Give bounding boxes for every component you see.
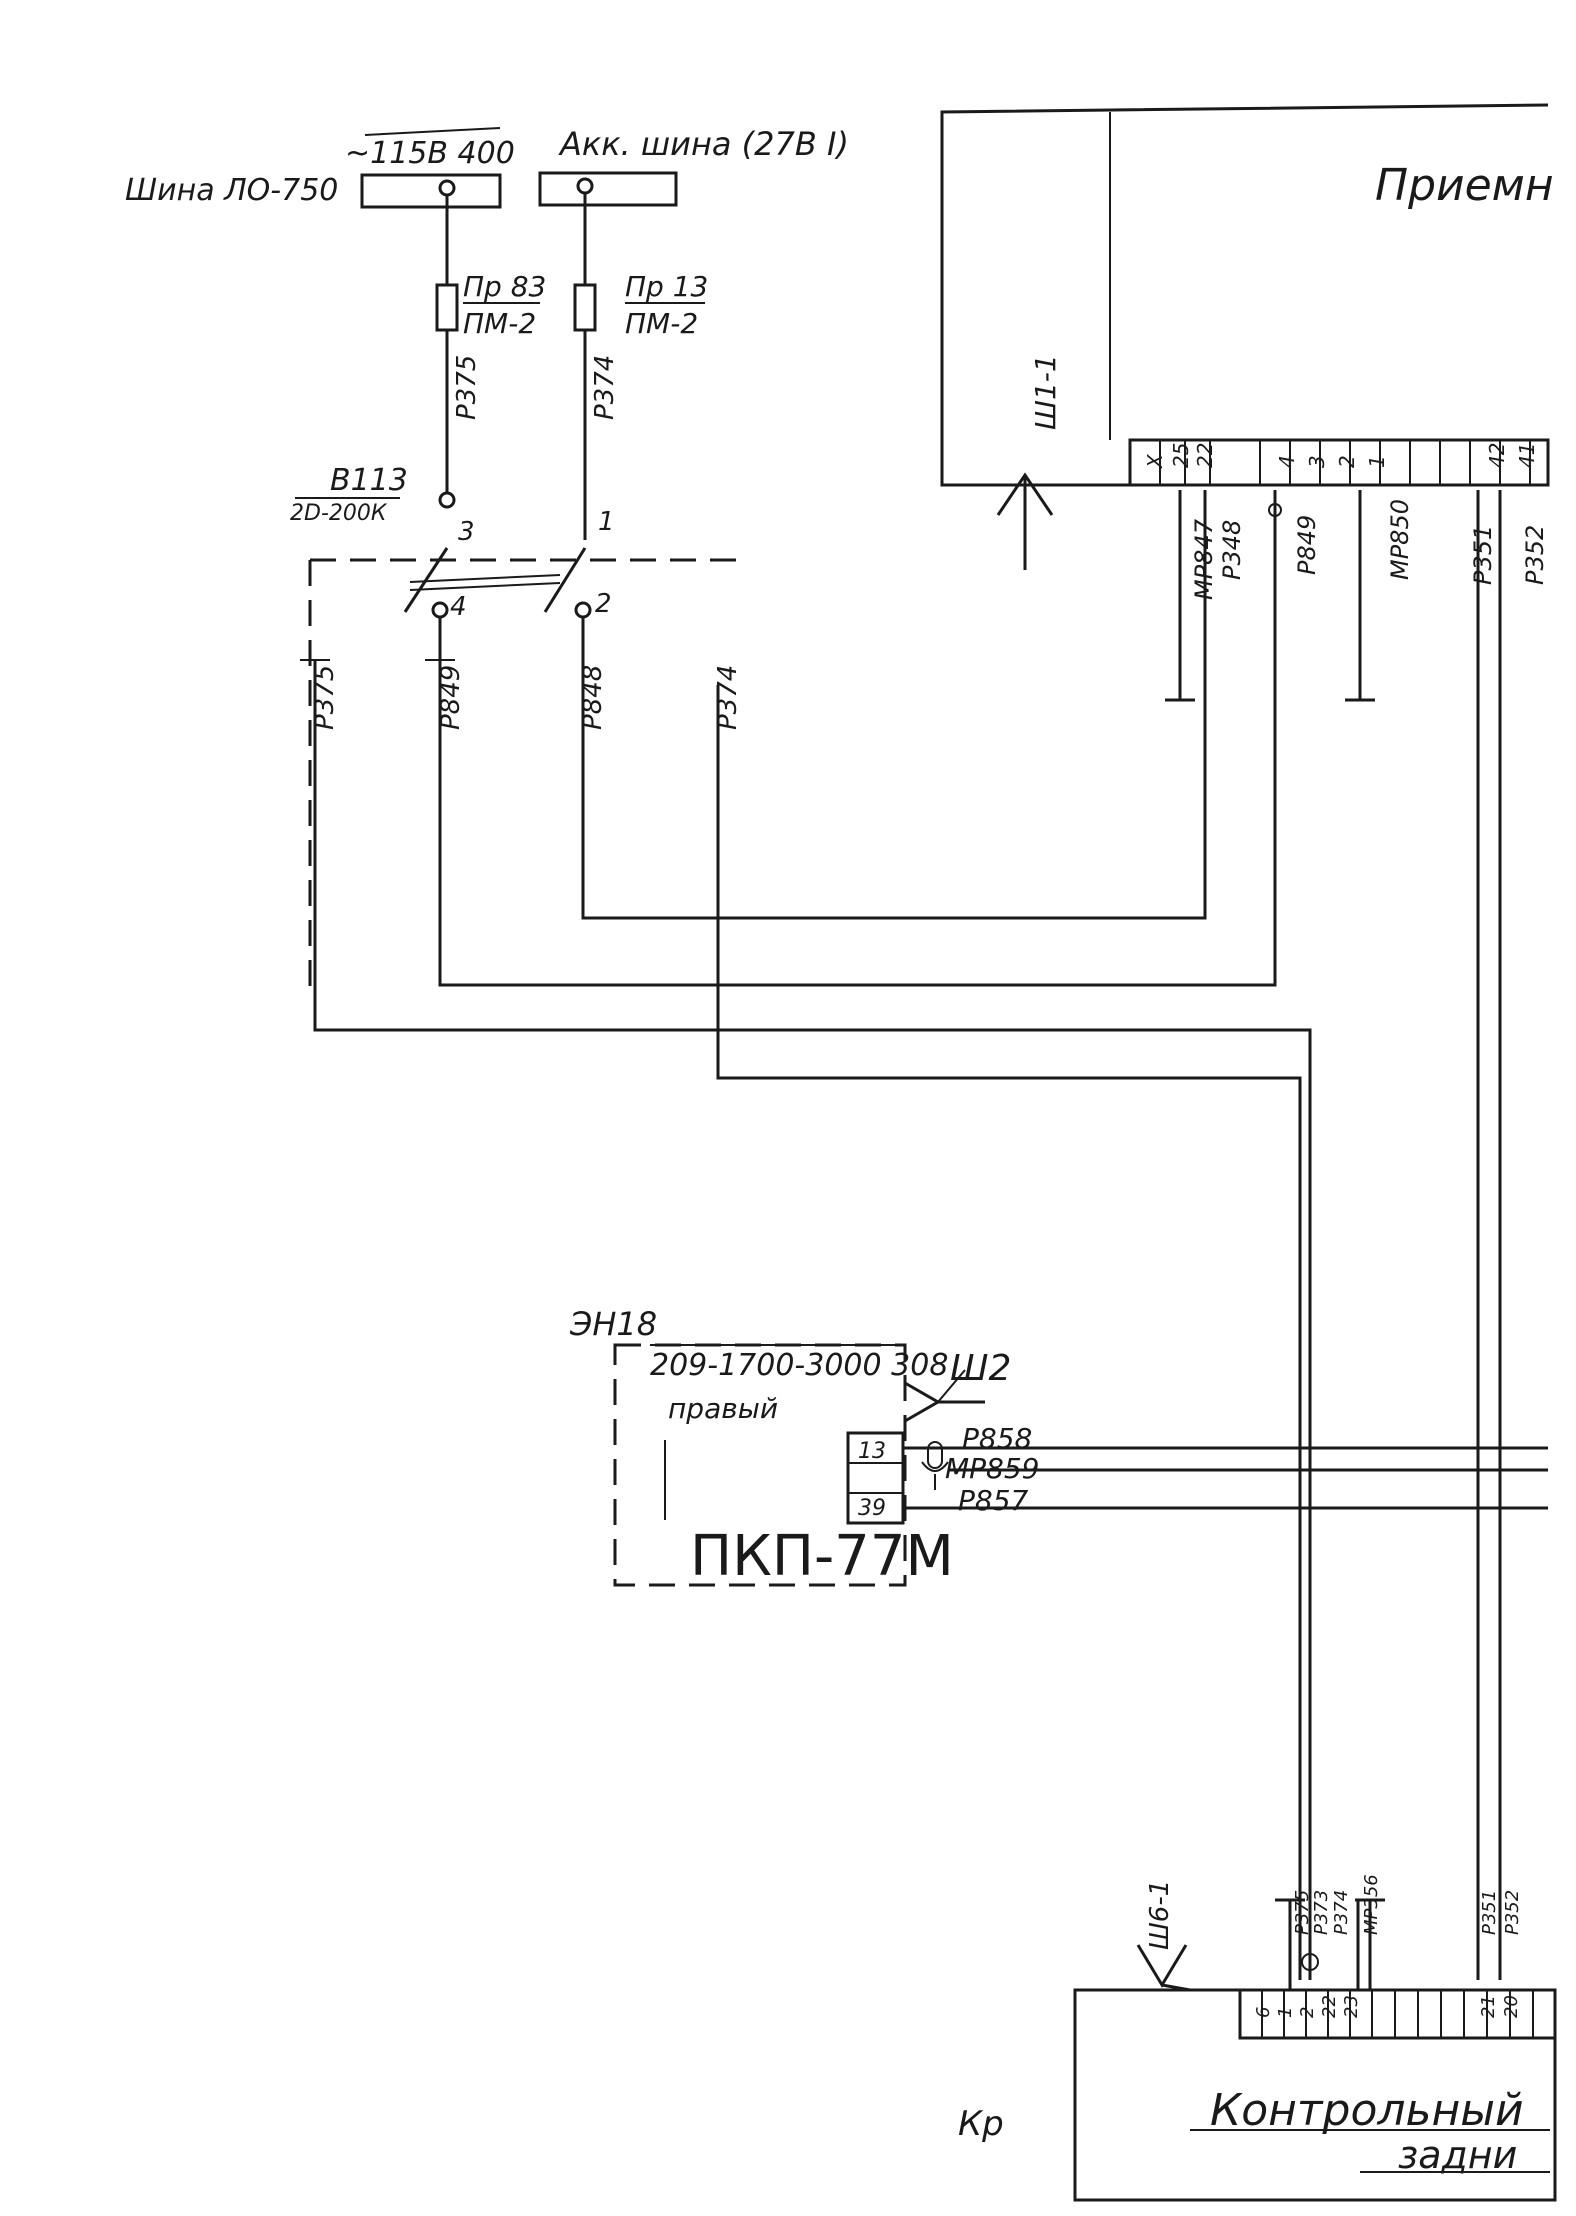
terminal-25: 25 <box>1169 443 1193 468</box>
bus-voltage: ~115В 400 <box>345 136 515 171</box>
switch-blade-right <box>543 547 587 613</box>
connector-sh6-1: Ш6-1 <box>1145 1880 1175 1950</box>
wire-label-p351-top: Р351 <box>1469 525 1497 585</box>
wire-label-mp847: МР847 <box>1190 518 1218 600</box>
fuse-left <box>435 283 459 332</box>
connector-sh2: Ш2 <box>950 1348 1011 1389</box>
panel-title-line1: Контрольный <box>1210 2085 1524 2136</box>
bus-label: Шина ЛО-750 <box>125 173 338 208</box>
bus-bar-right <box>538 171 678 207</box>
side-label: правый <box>668 1392 778 1425</box>
terminal-4: 4 <box>1275 455 1299 468</box>
bottom-terminal-2: 2 <box>1297 2007 1318 2018</box>
fuse-right <box>573 283 597 332</box>
pin-1: 1 <box>598 507 615 537</box>
device-outline <box>613 1343 907 1587</box>
terminal-x: Х <box>1143 453 1167 469</box>
wire-label-p348: Р348 <box>1218 520 1246 580</box>
fuse-right-type: ПМ-2 <box>625 307 698 340</box>
connector-arrow-top <box>996 472 1054 570</box>
pin-2: 2 <box>595 589 612 619</box>
wire-label-p848-mid: Р848 <box>578 665 608 730</box>
wire-label-p858: Р858 <box>962 1422 1032 1455</box>
bottom-terminal-23: 23 <box>1341 1995 1362 2018</box>
connector-sh1-1: Ш1-1 <box>1029 354 1062 430</box>
bottom-wire-p352: Р352 <box>1502 1890 1523 1935</box>
terminal-41: 41 <box>1515 443 1539 468</box>
bottom-wire-p375: Р375 <box>1292 1890 1313 1935</box>
bottom-terminal-22: 22 <box>1319 1995 1340 2018</box>
terminal-42: 42 <box>1485 443 1509 468</box>
terminal-3: 3 <box>1305 455 1329 468</box>
wire-label-p857: Р857 <box>958 1484 1029 1517</box>
bottom-terminal-21: 21 <box>1478 1995 1499 2018</box>
kr-label: Кр <box>958 2104 1004 2144</box>
device-name: ПКП-77М <box>690 1524 954 1589</box>
terminal-strip-top: Х 25 22 4 3 2 1 42 41 <box>1128 438 1550 487</box>
wire-label-p849-mid: Р849 <box>436 665 466 730</box>
fuse-right-name: Пр 13 <box>625 270 708 303</box>
bottom-wire-p351: Р351 <box>1479 1890 1500 1935</box>
bottom-terminal-6: 6 <box>1253 2007 1274 2018</box>
terminal-strip-bottom <box>1238 1988 1557 2040</box>
device-label: ЭН18 <box>569 1305 657 1343</box>
switch-area-outline <box>308 558 745 1000</box>
terminal-22: 22 <box>1193 443 1217 468</box>
acc-bus-label: Акк. шина (27В I) <box>558 125 849 163</box>
wire-label-mp850: МР850 <box>1386 499 1414 580</box>
wire-label-p352-top: Р352 <box>1521 525 1549 585</box>
terminal-2: 2 <box>1335 455 1359 468</box>
wire-label-p374-top: Р374 <box>590 355 620 420</box>
device-terminals <box>846 1431 905 1525</box>
bottom-wire-p373: Р373 <box>1311 1890 1332 1935</box>
bottom-wire-mp356: МР356 <box>1361 1874 1382 1935</box>
fuse-left-name: Пр 83 <box>463 270 546 303</box>
bottom-wire-p374: Р374 <box>1331 1890 1352 1935</box>
pin-3: 3 <box>458 517 475 547</box>
bus-bar-left <box>360 173 502 209</box>
wire-label-p375-mid: Р375 <box>310 665 340 730</box>
wire-label-p374-mid: Р374 <box>713 665 743 730</box>
panel-title-line2: задни <box>1398 2133 1517 2177</box>
part-number: 209-1700-3000 308 <box>650 1348 948 1383</box>
switch-type: 2D-200К <box>290 501 388 526</box>
terminal-39: 39 <box>858 1496 886 1521</box>
switch-name: В113 <box>330 463 408 498</box>
microphone-icon <box>921 1441 949 1490</box>
wire-label-p849-top: Р849 <box>1293 515 1321 575</box>
fuse-left-type: ПМ-2 <box>463 307 536 340</box>
wire-label-p375-top: Р375 <box>452 355 482 420</box>
terminal-1: 1 <box>1365 455 1389 468</box>
connector-arrow-bottom <box>1136 1944 1191 1992</box>
receiver-title: Приемн <box>1375 160 1554 211</box>
terminal-13: 13 <box>858 1439 886 1464</box>
pin-4: 4 <box>450 592 467 622</box>
bottom-terminal-20: 20 <box>1501 1995 1522 2018</box>
bottom-terminal-1: 1 <box>1275 2007 1296 2018</box>
